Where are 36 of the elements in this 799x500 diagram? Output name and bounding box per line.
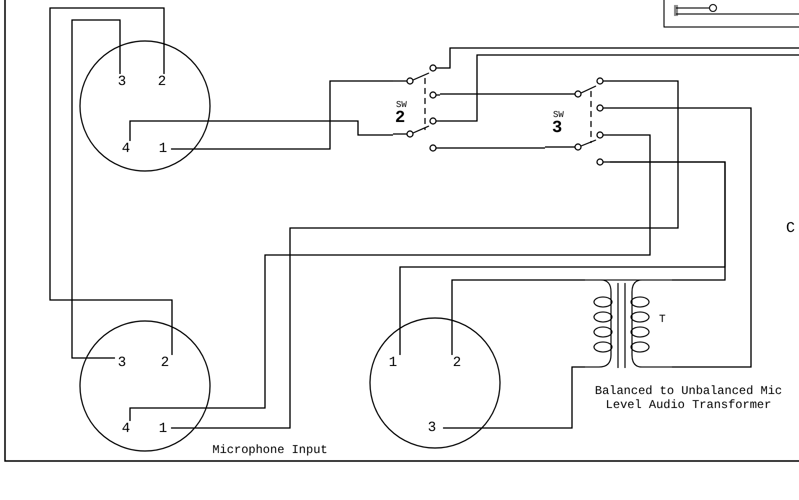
switch-label: SW <box>396 100 407 110</box>
wire <box>451 279 585 355</box>
wire <box>171 80 679 429</box>
connector-circle <box>79 40 211 172</box>
pin-number: 2 <box>448 355 466 371</box>
switch-number: 3 <box>552 120 562 137</box>
wire <box>610 107 752 368</box>
pin-number: 3 <box>421 420 443 436</box>
wire <box>171 80 393 150</box>
wire <box>443 366 585 429</box>
wire <box>129 120 393 141</box>
pin-number: 1 <box>155 141 171 157</box>
cut-off-text: C <box>786 220 796 237</box>
wire <box>129 134 651 421</box>
pin-number: 4 <box>118 421 134 437</box>
wire <box>440 54 799 122</box>
pin-number: 1 <box>383 355 403 371</box>
transformer-label: T <box>659 314 666 326</box>
node-label: Microphone Input <box>211 443 329 457</box>
wire <box>440 147 545 149</box>
wire <box>49 7 173 355</box>
wire <box>610 161 726 281</box>
pin-number: 3 <box>115 74 129 90</box>
pin-number: 1 <box>155 421 171 437</box>
wire <box>440 47 799 69</box>
pin-number: 2 <box>155 74 169 90</box>
pin-number: 2 <box>155 355 175 371</box>
node-label: Balanced to Unbalanced Mic Level Audio Transformer <box>594 384 784 412</box>
connector-circle <box>79 320 211 452</box>
switch-number: 2 <box>395 110 406 127</box>
pin-number: 4 <box>118 141 134 157</box>
wire <box>71 19 121 359</box>
switch-label: SW <box>553 110 564 120</box>
wire <box>440 93 545 95</box>
connector-circle <box>369 317 501 449</box>
pin-number: 3 <box>115 355 129 371</box>
